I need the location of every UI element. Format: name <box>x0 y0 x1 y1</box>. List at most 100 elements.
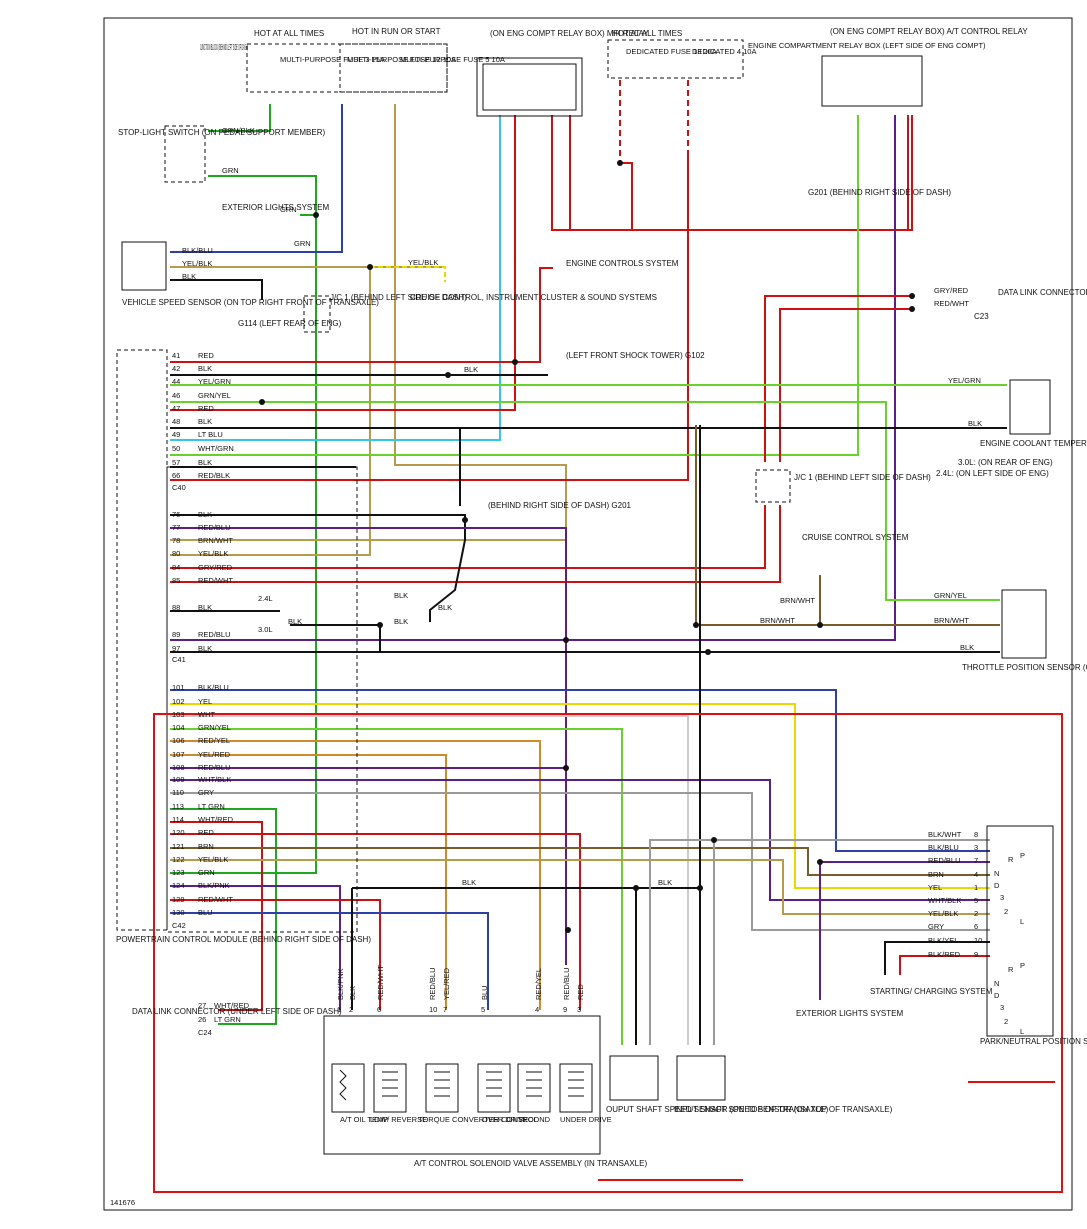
eng-hot-all-times: HOT AT ALL TIMES <box>612 29 682 38</box>
pn-position-bottom: R <box>1008 965 1014 974</box>
pn-position-top: N <box>994 869 999 878</box>
pcm-wire-57: BLK <box>198 458 212 467</box>
solenoid-label: A/T CONTROL SOLENOID VALVE ASSEMBLY (IN … <box>414 1159 647 1168</box>
pcm-pin-76: 76 <box>172 510 180 519</box>
coolant-note-1: 3.0L: (ON REAR OF ENG) <box>958 458 1053 467</box>
dlc-pin-27: 27 <box>198 1001 206 1010</box>
ext-lights-bottom-label: EXTERIOR LIGHTS SYSTEM <box>796 1009 903 1018</box>
data-link-top-label: DATA LINK CONNECTOR (UNDER LEFT SIDE OF … <box>998 288 1087 297</box>
solenoid-pin-10: 10 <box>429 1005 437 1014</box>
data-link-top-conn: C23 <box>974 312 989 321</box>
vss-box <box>121 241 167 291</box>
diagram-frame <box>103 17 1073 1211</box>
solenoid-pin-1: 1 <box>337 1005 341 1014</box>
solenoid-pin-2: 2 <box>349 1005 353 1014</box>
highlight-frame <box>153 713 1063 1193</box>
pcm-pin-107: 107 <box>172 750 185 759</box>
pn-wire-7: RED/BLU <box>928 856 961 865</box>
pn-wire-2: YEL/BLK <box>928 909 958 918</box>
data-link-top-wire-7: RED/WHT <box>934 299 969 308</box>
pcm-wire-122: YEL/BLK <box>198 855 228 864</box>
sol-comp-1: LOW/ REVERSE <box>370 1115 427 1124</box>
fuse4-label: DEDICATED 4 10A <box>692 47 756 56</box>
pn-pin-1: 1 <box>974 883 978 892</box>
pcm-wire-44: YEL/GRN <box>198 377 231 386</box>
wire-blk-vss <box>170 279 263 300</box>
jc1-right-box <box>755 469 791 503</box>
pcm-wire-121: BRN <box>198 842 214 851</box>
pcm-wire-110: GRY <box>198 788 214 797</box>
engine-blk-4: BLK <box>438 603 452 612</box>
pcm-pin-124: 124 <box>172 881 185 890</box>
pcm-wire-120: RED <box>198 828 214 837</box>
pcm-wire-108: RED/BLU <box>198 763 231 772</box>
coolant-sensor-box <box>1009 379 1051 435</box>
pcm-wire-107: YEL/RED <box>198 750 231 759</box>
pcm-pin-108: 108 <box>172 763 185 772</box>
solenoid-pin-3: 3 <box>577 1005 581 1014</box>
iss-box <box>676 1055 726 1101</box>
fuse12-label: MULTI-PURPOSE FUSE 12 10A <box>347 55 456 64</box>
pcm-pin-66: 66 <box>172 471 180 480</box>
pn-pin-6: 6 <box>974 922 978 931</box>
solenoid-pin-list: 1BLK/PNK2BLK6RED/WHT10RED/BLU7YEL/RED5BL… <box>336 965 585 1014</box>
ext-lights-top-label: EXTERIOR LIGHTS SYSTEM <box>222 203 329 212</box>
pcm-wire-88: BLK <box>198 603 212 612</box>
pn-wire-4: BRN <box>928 870 944 879</box>
engine-24l: 2.4L <box>258 594 273 603</box>
solenoid-pin-4: 4 <box>535 1005 539 1014</box>
wire-whtred-114 <box>170 821 263 1011</box>
tps-wire-3: BRN/WHT <box>934 616 969 625</box>
wire-ltblu-49 <box>170 115 501 441</box>
pcm-wire-123: GRN <box>198 868 215 877</box>
pn-position-top: P <box>1020 851 1025 860</box>
wire-blkyel <box>884 941 990 975</box>
pcm-pin-44: 44 <box>172 377 180 386</box>
pcm-pin-114: 114 <box>172 815 184 824</box>
sol-comp-5: UNDER DRIVE <box>560 1115 612 1124</box>
mfi-relay-title: (ON ENG COMPT RELAY BOX) MFI RELAY <box>490 29 649 38</box>
data-link-bottom-label: DATA LINK CONNECTOR (UNDER LEFT SIDE OF … <box>132 1007 342 1016</box>
iss-label: INPUT SHAFT SPEED SENSOR (ON TOP OF TRAN… <box>674 1105 893 1114</box>
pn-pin-8: 8 <box>974 830 978 839</box>
at-relay-title: (ON ENG COMPT RELAY BOX) A/T CONTROL REL… <box>830 27 1028 36</box>
pcm-pin-49: 49 <box>172 430 180 439</box>
wire-blkblu-101 <box>170 689 990 852</box>
wire-brn-121 <box>170 847 990 876</box>
pcm-wire-47: RED <box>198 404 214 413</box>
pcm-wire-42: BLK <box>198 364 212 373</box>
wire-blk-76 <box>170 514 466 622</box>
pcm-wire-103: WHT <box>198 710 215 719</box>
engine-controls-label: ENGINE CONTROLS SYSTEM <box>566 259 679 268</box>
pcm-wire-113: LT GRN <box>198 802 225 811</box>
tps-label: THROTTLE POSITION SENSOR (ON THROTTLE BO… <box>962 663 1087 672</box>
pcm-pin-120: 120 <box>172 828 185 837</box>
solenoid-wire-10: RED/BLU <box>428 967 437 1000</box>
jc1-left-box <box>303 295 331 333</box>
pcm-pin-104: 104 <box>172 723 185 732</box>
solenoid-wire-5: BLU <box>480 985 489 1000</box>
engine-blk-1: BLK <box>394 591 408 600</box>
jc1-right-label: J/C 1 (BEHIND LEFT SIDE OF DASH) <box>794 473 931 482</box>
pcm-wire-102: YEL <box>198 697 212 706</box>
pcm-pin-46: 46 <box>172 391 180 400</box>
pcm-pin-84: 84 <box>172 563 180 572</box>
pcm-pin-103: 103 <box>172 710 185 719</box>
pcm-wire-41: RED <box>198 351 214 360</box>
pcm-pin-88: 88 <box>172 603 180 612</box>
fuse13-label: DEDICATED FUSE 13 20A <box>626 47 717 56</box>
wire-redwht-dl <box>779 308 912 462</box>
pn-position-bottom: 3 <box>1000 1003 1004 1012</box>
pcm-wire-76: BLK <box>198 510 212 519</box>
pcm-wire-114: WHT/RED <box>198 815 234 824</box>
wire-ltgrn-113 <box>170 808 277 1025</box>
pn-position-top: 2 <box>1004 907 1008 916</box>
solenoid-internals <box>331 1063 593 1113</box>
eng-compt-fuse-box <box>607 39 744 79</box>
pcm-wire-97: BLK <box>198 644 212 653</box>
wire-redwht-129 <box>170 899 381 1010</box>
g201-mid-label: (BEHIND RIGHT SIDE OF DASH) G201 <box>488 501 632 510</box>
wire-red-engctl <box>515 267 553 363</box>
component-outlines <box>116 39 1063 1193</box>
